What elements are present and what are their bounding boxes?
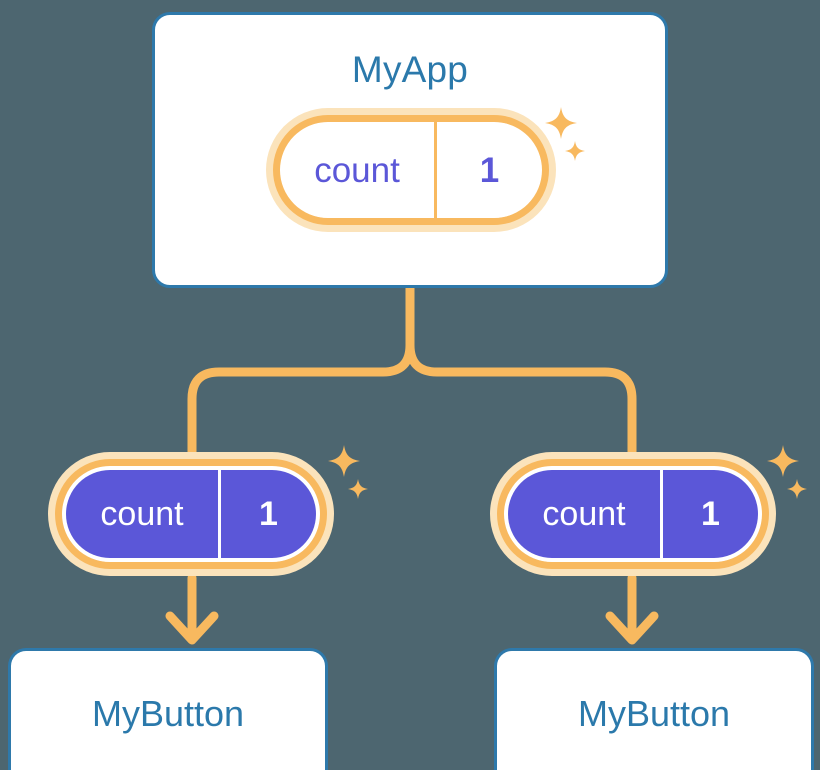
state-badge-myapp[interactable]: count 1 (266, 108, 556, 232)
sparkle-icon-small (786, 478, 808, 500)
state-value-label: 1 (218, 470, 316, 558)
state-badge-inner: count 1 (280, 122, 542, 218)
state-badge-ring: count 1 (273, 115, 549, 225)
sparkle-icon (327, 444, 361, 478)
page-title: MyApp (351, 49, 469, 90)
state-value-label: 1 (660, 470, 758, 558)
state-value-label: 1 (434, 122, 542, 218)
component-card-mybutton-left[interactable]: MyButton (8, 648, 328, 770)
state-key-label: count (100, 495, 184, 533)
state-key-label: count (542, 495, 626, 533)
component-card-mybutton-right[interactable]: MyButton (494, 648, 814, 770)
sparkle-icon (766, 444, 800, 478)
state-key-label: count (314, 150, 400, 190)
state-badge-child-left[interactable]: count 1 (48, 452, 334, 576)
state-badge-inner: count 1 (508, 470, 758, 558)
state-badge-gap: count 1 (62, 466, 320, 562)
state-badge-ring: count 1 (55, 459, 327, 569)
state-badge-inner: count 1 (66, 470, 316, 558)
state-badge-gap: count 1 (504, 466, 762, 562)
state-badge-child-right[interactable]: count 1 (490, 452, 776, 576)
component-card-label: MyButton (91, 692, 245, 734)
state-badge-ring: count 1 (497, 459, 769, 569)
sparkle-icon-small (347, 478, 369, 500)
component-card-label: MyButton (577, 692, 731, 734)
